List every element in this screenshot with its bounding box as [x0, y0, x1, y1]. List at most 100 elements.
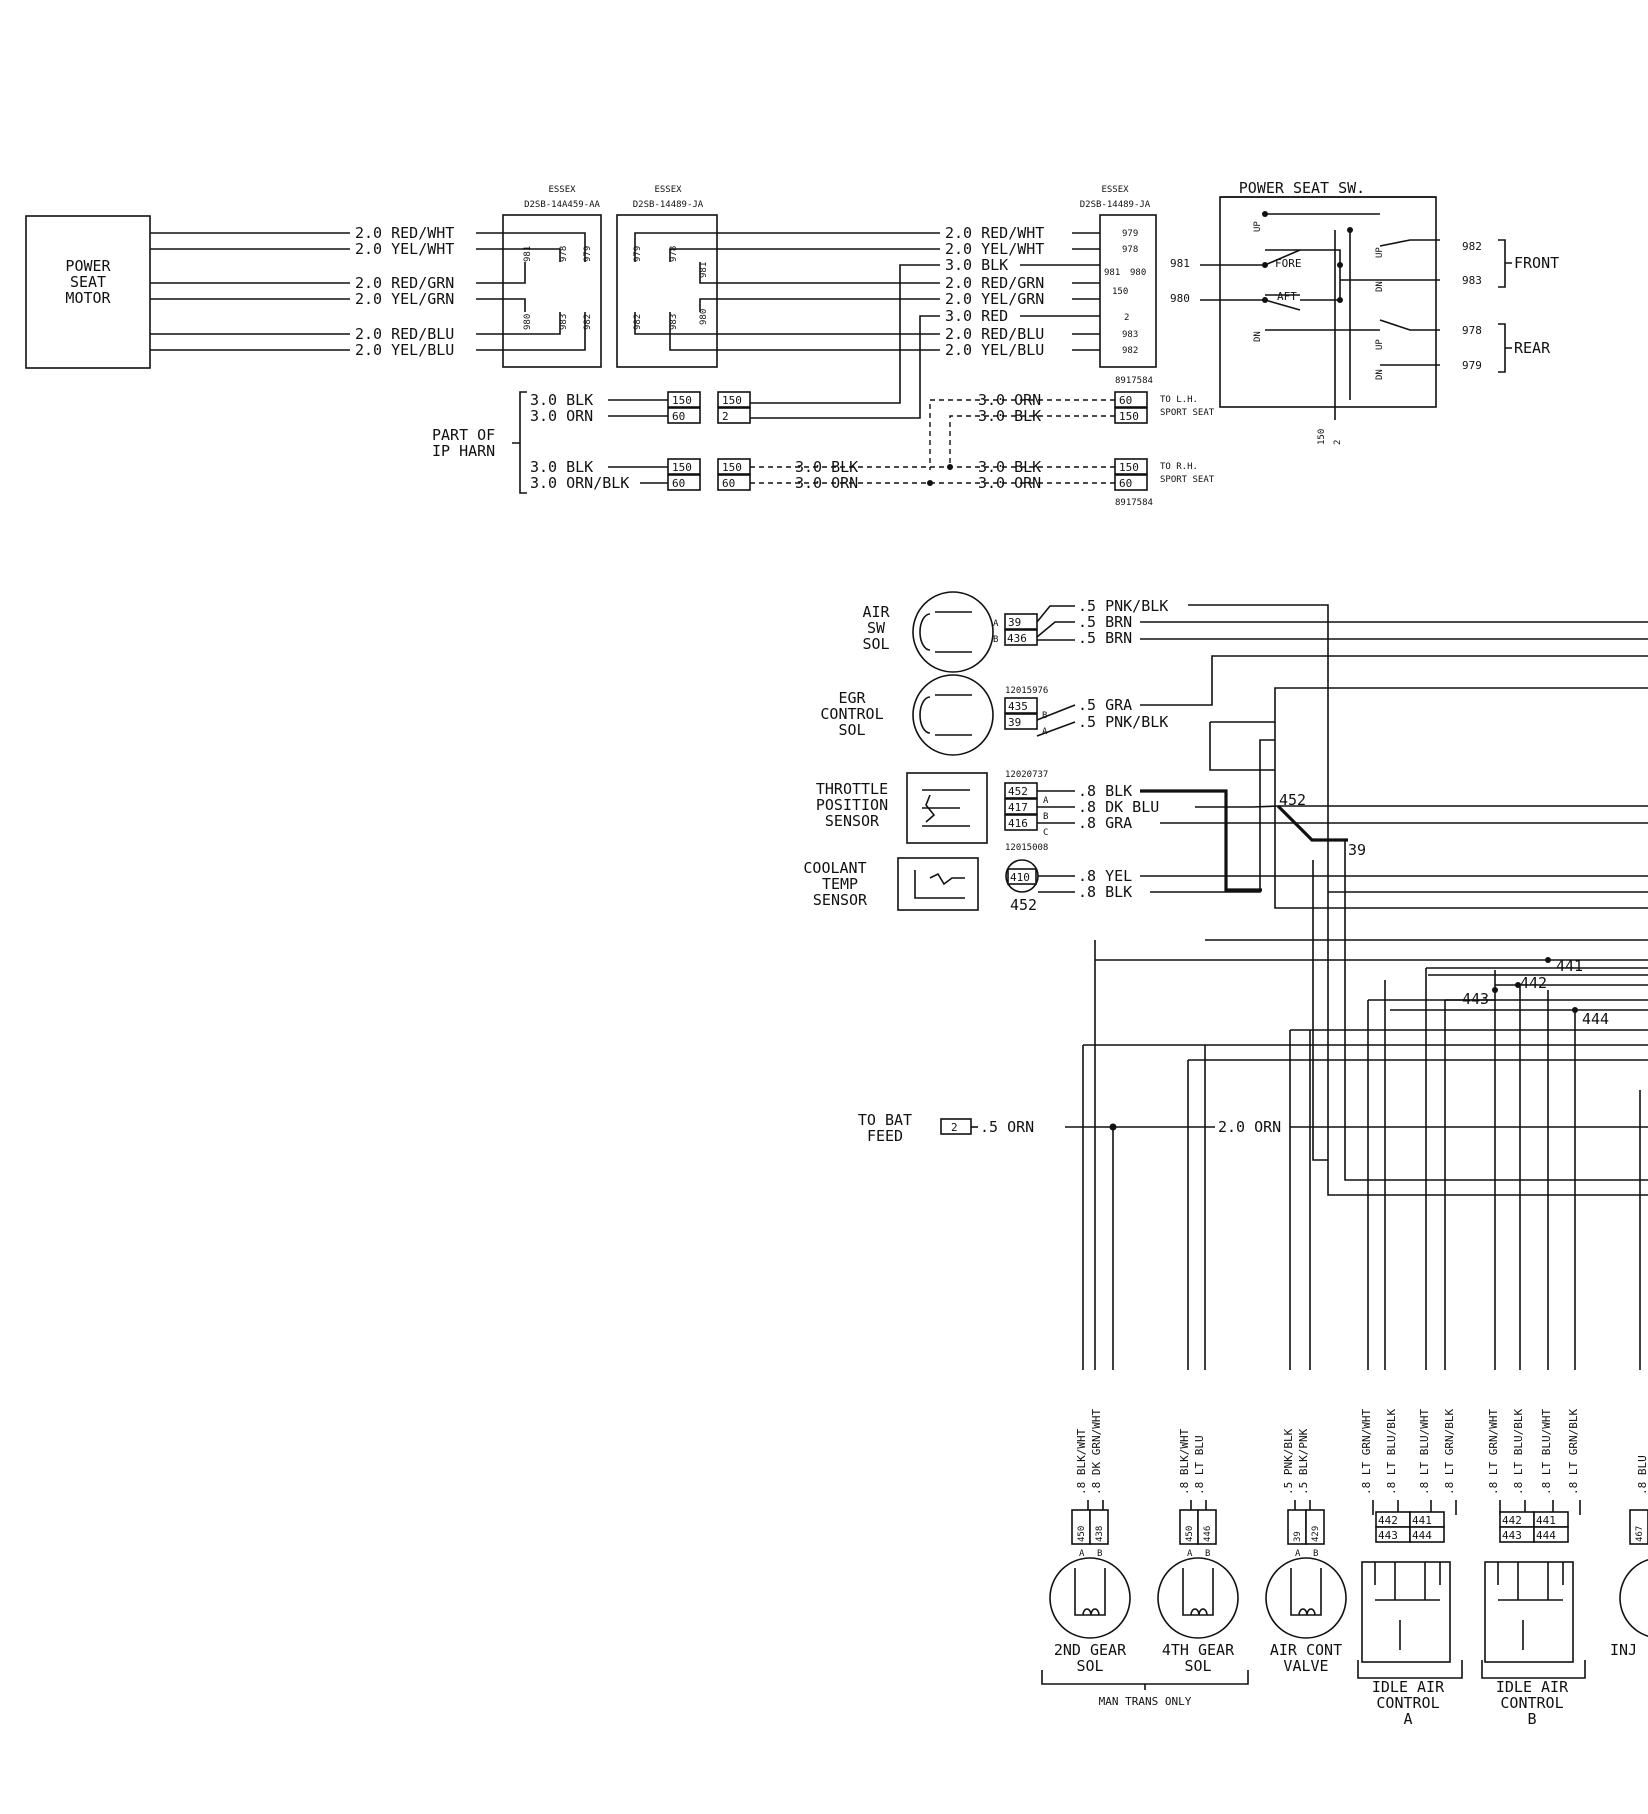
pin-label: 981: [523, 246, 533, 262]
component-label: SOL: [1076, 1657, 1103, 1675]
pin-label: 150: [722, 461, 742, 474]
component-label: EGR: [838, 689, 866, 707]
splice-label: 444: [1582, 1010, 1609, 1028]
lh-part: 8917584: [1115, 376, 1153, 386]
egr-control-sol: EGR CONTROL SOL 12015976 435 39 B A .5 G…: [820, 674, 1168, 756]
jumper-label: 3.0 ORN: [795, 474, 858, 492]
pin-letter: B: [1313, 1549, 1318, 1559]
pin-label: 443: [1378, 1529, 1398, 1542]
splice-label: 441: [1556, 957, 1583, 975]
pin-label: 983: [1122, 330, 1138, 340]
pin-label: 438: [1095, 1526, 1105, 1542]
pin-letter: A: [993, 619, 999, 629]
pin-label: 441: [1412, 1514, 1432, 1527]
pin-label: 980: [523, 314, 533, 330]
component-label: TEMP: [822, 875, 858, 893]
switch-input: 980: [1170, 292, 1190, 305]
motor-label-1: POWER: [65, 257, 111, 275]
switch-up: UP: [1375, 339, 1385, 350]
splice-label: 443: [1462, 990, 1489, 1008]
splice-label: 452: [1010, 896, 1037, 914]
component-label: AIR CONT: [1270, 1641, 1342, 1659]
wire-label: .8 BLK: [1078, 883, 1132, 901]
pin-label: 60: [672, 477, 685, 490]
switch-bottom: 150: [1317, 429, 1327, 445]
pin-label: 443: [1502, 1529, 1522, 1542]
wire-label: 3.0 BLK: [945, 256, 1008, 274]
connector-part: D2SB-14489-JA: [1080, 200, 1151, 210]
component-label: VALVE: [1283, 1657, 1328, 1675]
wire-label: 2.0 YEL/GRN: [945, 290, 1044, 308]
connector-leads: [1087, 1500, 1581, 1515]
pin-label: 429: [1311, 1526, 1321, 1542]
pin-label: 417: [1008, 801, 1028, 814]
switch-output: 978: [1462, 324, 1482, 337]
ip-harness: PART OF IP HARN 3.0 BLK 3.0 ORN 3.0 BLK …: [432, 376, 1215, 508]
splice-label: 452: [1279, 791, 1306, 809]
wire-label: .8 LT GRN/BLK: [1443, 1409, 1456, 1495]
switch-output: 982: [1462, 240, 1482, 253]
pin-label: 978: [1122, 245, 1138, 255]
motor-label-3: MOTOR: [65, 289, 111, 307]
wire-label: .8 BLK/WHT: [1178, 1428, 1191, 1495]
wire-label: .8 GRA: [1078, 814, 1132, 832]
pin-label: 2: [951, 1121, 958, 1134]
splice-label: 39: [1348, 841, 1366, 859]
rh-label: SPORT SEAT: [1160, 475, 1215, 485]
wire-label: .5 PNK/BLK: [1078, 597, 1168, 615]
component-label: SW: [867, 619, 886, 637]
pin-label: 981: [1104, 268, 1120, 278]
wire-label: 2.0 RED/BLU: [355, 325, 454, 343]
switch-output: 979: [1462, 359, 1482, 372]
pin-label: 39: [1008, 716, 1021, 729]
essex-connector-1: ESSEX D2SB-14A459-AA 981 978 979 980 983…: [502, 185, 602, 368]
pin-label: 442: [1378, 1514, 1398, 1527]
essex-connector-2: ESSEX D2SB-14489-JA 979 978 981 982 983 …: [616, 185, 718, 368]
wire-label: 3.0 ORN: [530, 407, 593, 425]
pin-label: 978: [669, 246, 679, 262]
connector-part: D2SB-14489-JA: [633, 200, 704, 210]
component-label: SENSOR: [813, 891, 868, 909]
wire-label: .5 PNK/BLK: [1078, 713, 1168, 731]
man-trans-label: MAN TRANS ONLY: [1099, 1695, 1192, 1708]
wire-label: .8 LT BLU/WHT: [1418, 1409, 1431, 1495]
component-label: CONTROL: [1500, 1694, 1563, 1712]
pin-label: 450: [1185, 1526, 1195, 1542]
pin-label: 446: [1203, 1526, 1213, 1542]
pin-letter: A: [1043, 796, 1049, 806]
pin-label: 982: [1122, 346, 1138, 356]
wire-label: .8 LT BLU/WHT: [1540, 1409, 1553, 1495]
jumper-label: 3.0 ORN: [978, 391, 1041, 409]
pin-letter: C: [1043, 828, 1048, 838]
air-sw-sol: AIR SW SOL 39 436 A B .5 PNK/BLK .5 BRN …: [862, 591, 1168, 673]
wire-label: .5 BRN: [1078, 613, 1132, 631]
bat-feed: TO BAT FEED 2 .5 ORN 2.0 ORN: [858, 1111, 1648, 1370]
wire-label: 2.0 YEL/WHT: [945, 240, 1044, 258]
component-label: SOL: [838, 721, 865, 739]
switch-input: 981: [1170, 257, 1190, 270]
component-label: B: [1527, 1710, 1536, 1728]
injector: 467 INJ: [1610, 1509, 1648, 1659]
pin-label: 981: [699, 262, 709, 278]
rear-label: REAR: [1514, 339, 1551, 357]
lh-label: SPORT SEAT: [1160, 408, 1215, 418]
jumper-label: 3.0 ORN: [978, 474, 1041, 492]
idle-air-control-b: 442 441 443 444 IDLE AIR CONTROL B: [1481, 1511, 1586, 1728]
switch-output: 983: [1462, 274, 1482, 287]
switch-dn: DN: [1253, 331, 1263, 342]
part-number: 12020737: [1005, 770, 1048, 780]
component-label: INJ: [1610, 1641, 1637, 1659]
wire-label: 2.0 YEL/BLU: [355, 341, 454, 359]
pin-letter: A: [1187, 1549, 1193, 1559]
pin-label: 39: [1293, 1531, 1303, 1542]
pin-letter: A: [1042, 727, 1048, 737]
wire-label: .5 GRA: [1078, 696, 1132, 714]
pin-label: 444: [1536, 1529, 1556, 1542]
pin-label: 60: [1119, 394, 1132, 407]
wire-label: .8 LT GRN/WHT: [1360, 1409, 1373, 1495]
wire-label: 3.0 BLK: [530, 458, 593, 476]
wire-label: .5 BRN: [1078, 629, 1132, 647]
essex-connector-3: ESSEX D2SB-14489-JA 979 978 981 980 150 …: [1080, 185, 1157, 368]
wire-label: 3.0 BLK: [530, 391, 593, 409]
wire-label: .8 BLU: [1636, 1455, 1648, 1495]
